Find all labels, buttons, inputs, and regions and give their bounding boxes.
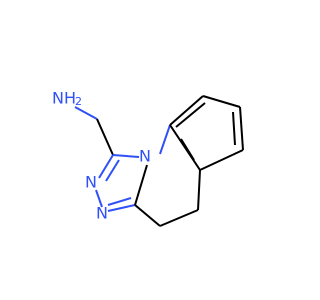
molecule-canvas: NH 2 N N N [52, 88, 244, 227]
ring-c6-c5 [199, 149, 244, 171]
bond-c1-n-left-double [105, 159, 120, 182]
bond-n-lower-c3a [107, 204, 136, 212]
bond-ch2-ch2 [159, 209, 199, 227]
bond-ch2-c1 [96, 118, 114, 156]
bond-c1-n-junction [112, 154, 140, 158]
junction-nitrogen-label: N [139, 147, 151, 166]
bond-n-n [95, 189, 103, 208]
bond-c1-n-left [98, 154, 114, 179]
bond-n-junction-c8a [159, 124, 171, 155]
ring-c5-c4a [169, 124, 201, 171]
ring-c8a-c8-double [175, 102, 206, 128]
ring-c7-c6-double [232, 111, 236, 146]
bond-c3a-n-junction [134, 164, 148, 206]
ring-c7-c6 [239, 106, 244, 151]
bond-amine-ch2 [74, 106, 98, 120]
structure-diagram: NH 2 N N N [52, 89, 244, 227]
bonds [74, 95, 244, 227]
amine-subscript: 2 [75, 95, 82, 108]
bond-ch2-c4a [197, 169, 201, 211]
amine-label: NH [52, 89, 76, 108]
atom-labels: NH 2 N N N [52, 89, 151, 223]
triazole-lower-nitrogen-label: N [96, 204, 108, 223]
ring-c8a-c8 [169, 95, 204, 126]
triazole-left-nitrogen-label: N [85, 173, 97, 192]
ring-c5-c4a-double [180, 138, 195, 161]
bond-c3a-ch2 [134, 204, 161, 227]
ring-c8-c7 [202, 95, 241, 108]
bond-n-lower-c3a-double [107, 197, 132, 206]
